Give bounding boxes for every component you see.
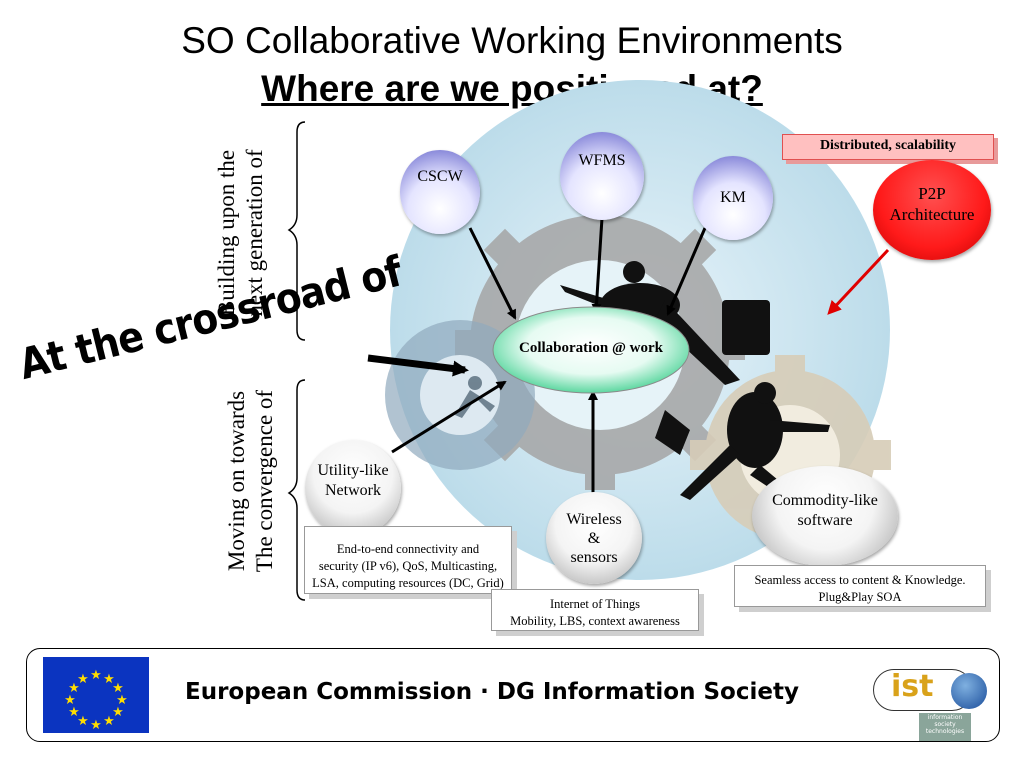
- commodity-software-node: Commodity-like software: [752, 466, 898, 566]
- p2p-node: P2P Architecture: [873, 160, 991, 260]
- svg-text:★: ★: [90, 718, 102, 733]
- ist-globe-icon: [951, 673, 987, 709]
- wireless-sensors-node: Wireless & sensors: [546, 492, 642, 584]
- brace-lower: [287, 379, 306, 601]
- arrow-utility: [391, 380, 507, 454]
- brace-upper: [287, 121, 306, 341]
- svg-text:★: ★: [77, 672, 89, 687]
- cscw-node: CSCW: [400, 150, 480, 234]
- footer-organization-label: European Commission · DG Information Soc…: [185, 679, 799, 705]
- svg-text:★: ★: [103, 714, 115, 729]
- footer-bar: ★ ★ ★ ★ ★ ★ ★ ★ ★ ★ ★ ★ European Commiss…: [26, 648, 1000, 742]
- wireless-info-box: Internet of Things Mobility, LBS, contex…: [491, 589, 699, 631]
- lower-side-label: Moving on towards The convergence of: [224, 389, 277, 573]
- svg-text:★: ★: [112, 681, 124, 696]
- ist-logo-caption: information society technologies: [919, 713, 971, 741]
- commodity-info-box: Seamless access to content & Knowledge. …: [734, 565, 986, 607]
- svg-text:★: ★: [68, 681, 80, 696]
- eu-stars-icon: ★ ★ ★ ★ ★ ★ ★ ★ ★ ★ ★ ★: [64, 668, 128, 733]
- arrow-cscw: [468, 227, 517, 320]
- slide-title: SO Collaborative Working Environments: [181, 20, 843, 61]
- center-node-label: Collaboration @ work: [519, 340, 663, 356]
- svg-text:★: ★: [77, 714, 89, 729]
- arrow-p2p: [827, 248, 890, 315]
- km-node: KM: [693, 156, 773, 240]
- arrow-wfms: [591, 217, 604, 314]
- eu-flag-logo: ★ ★ ★ ★ ★ ★ ★ ★ ★ ★ ★ ★: [43, 657, 149, 733]
- svg-text:★: ★: [90, 668, 102, 683]
- svg-text:★: ★: [112, 705, 124, 720]
- utility-info-box: End-to-end connectivity and security (IP…: [304, 526, 512, 594]
- distributed-scalability-tag: Distributed, scalability: [782, 134, 994, 160]
- svg-text:★: ★: [116, 693, 128, 708]
- businessman-lower-shape: [655, 382, 830, 500]
- svg-text:★: ★: [68, 705, 80, 720]
- svg-text:★: ★: [103, 672, 115, 687]
- utility-network-node: Utility-like Network: [305, 440, 401, 536]
- runner-shape: [455, 376, 495, 418]
- arrow-crossroad: [367, 354, 469, 377]
- center-node-shape: [492, 306, 690, 394]
- ist-logo: ist information society technologies: [873, 663, 997, 741]
- arrow-km: [666, 227, 707, 316]
- ist-logo-word: ist: [891, 669, 934, 704]
- wfms-node: WFMS: [560, 132, 644, 220]
- svg-text:★: ★: [64, 693, 76, 708]
